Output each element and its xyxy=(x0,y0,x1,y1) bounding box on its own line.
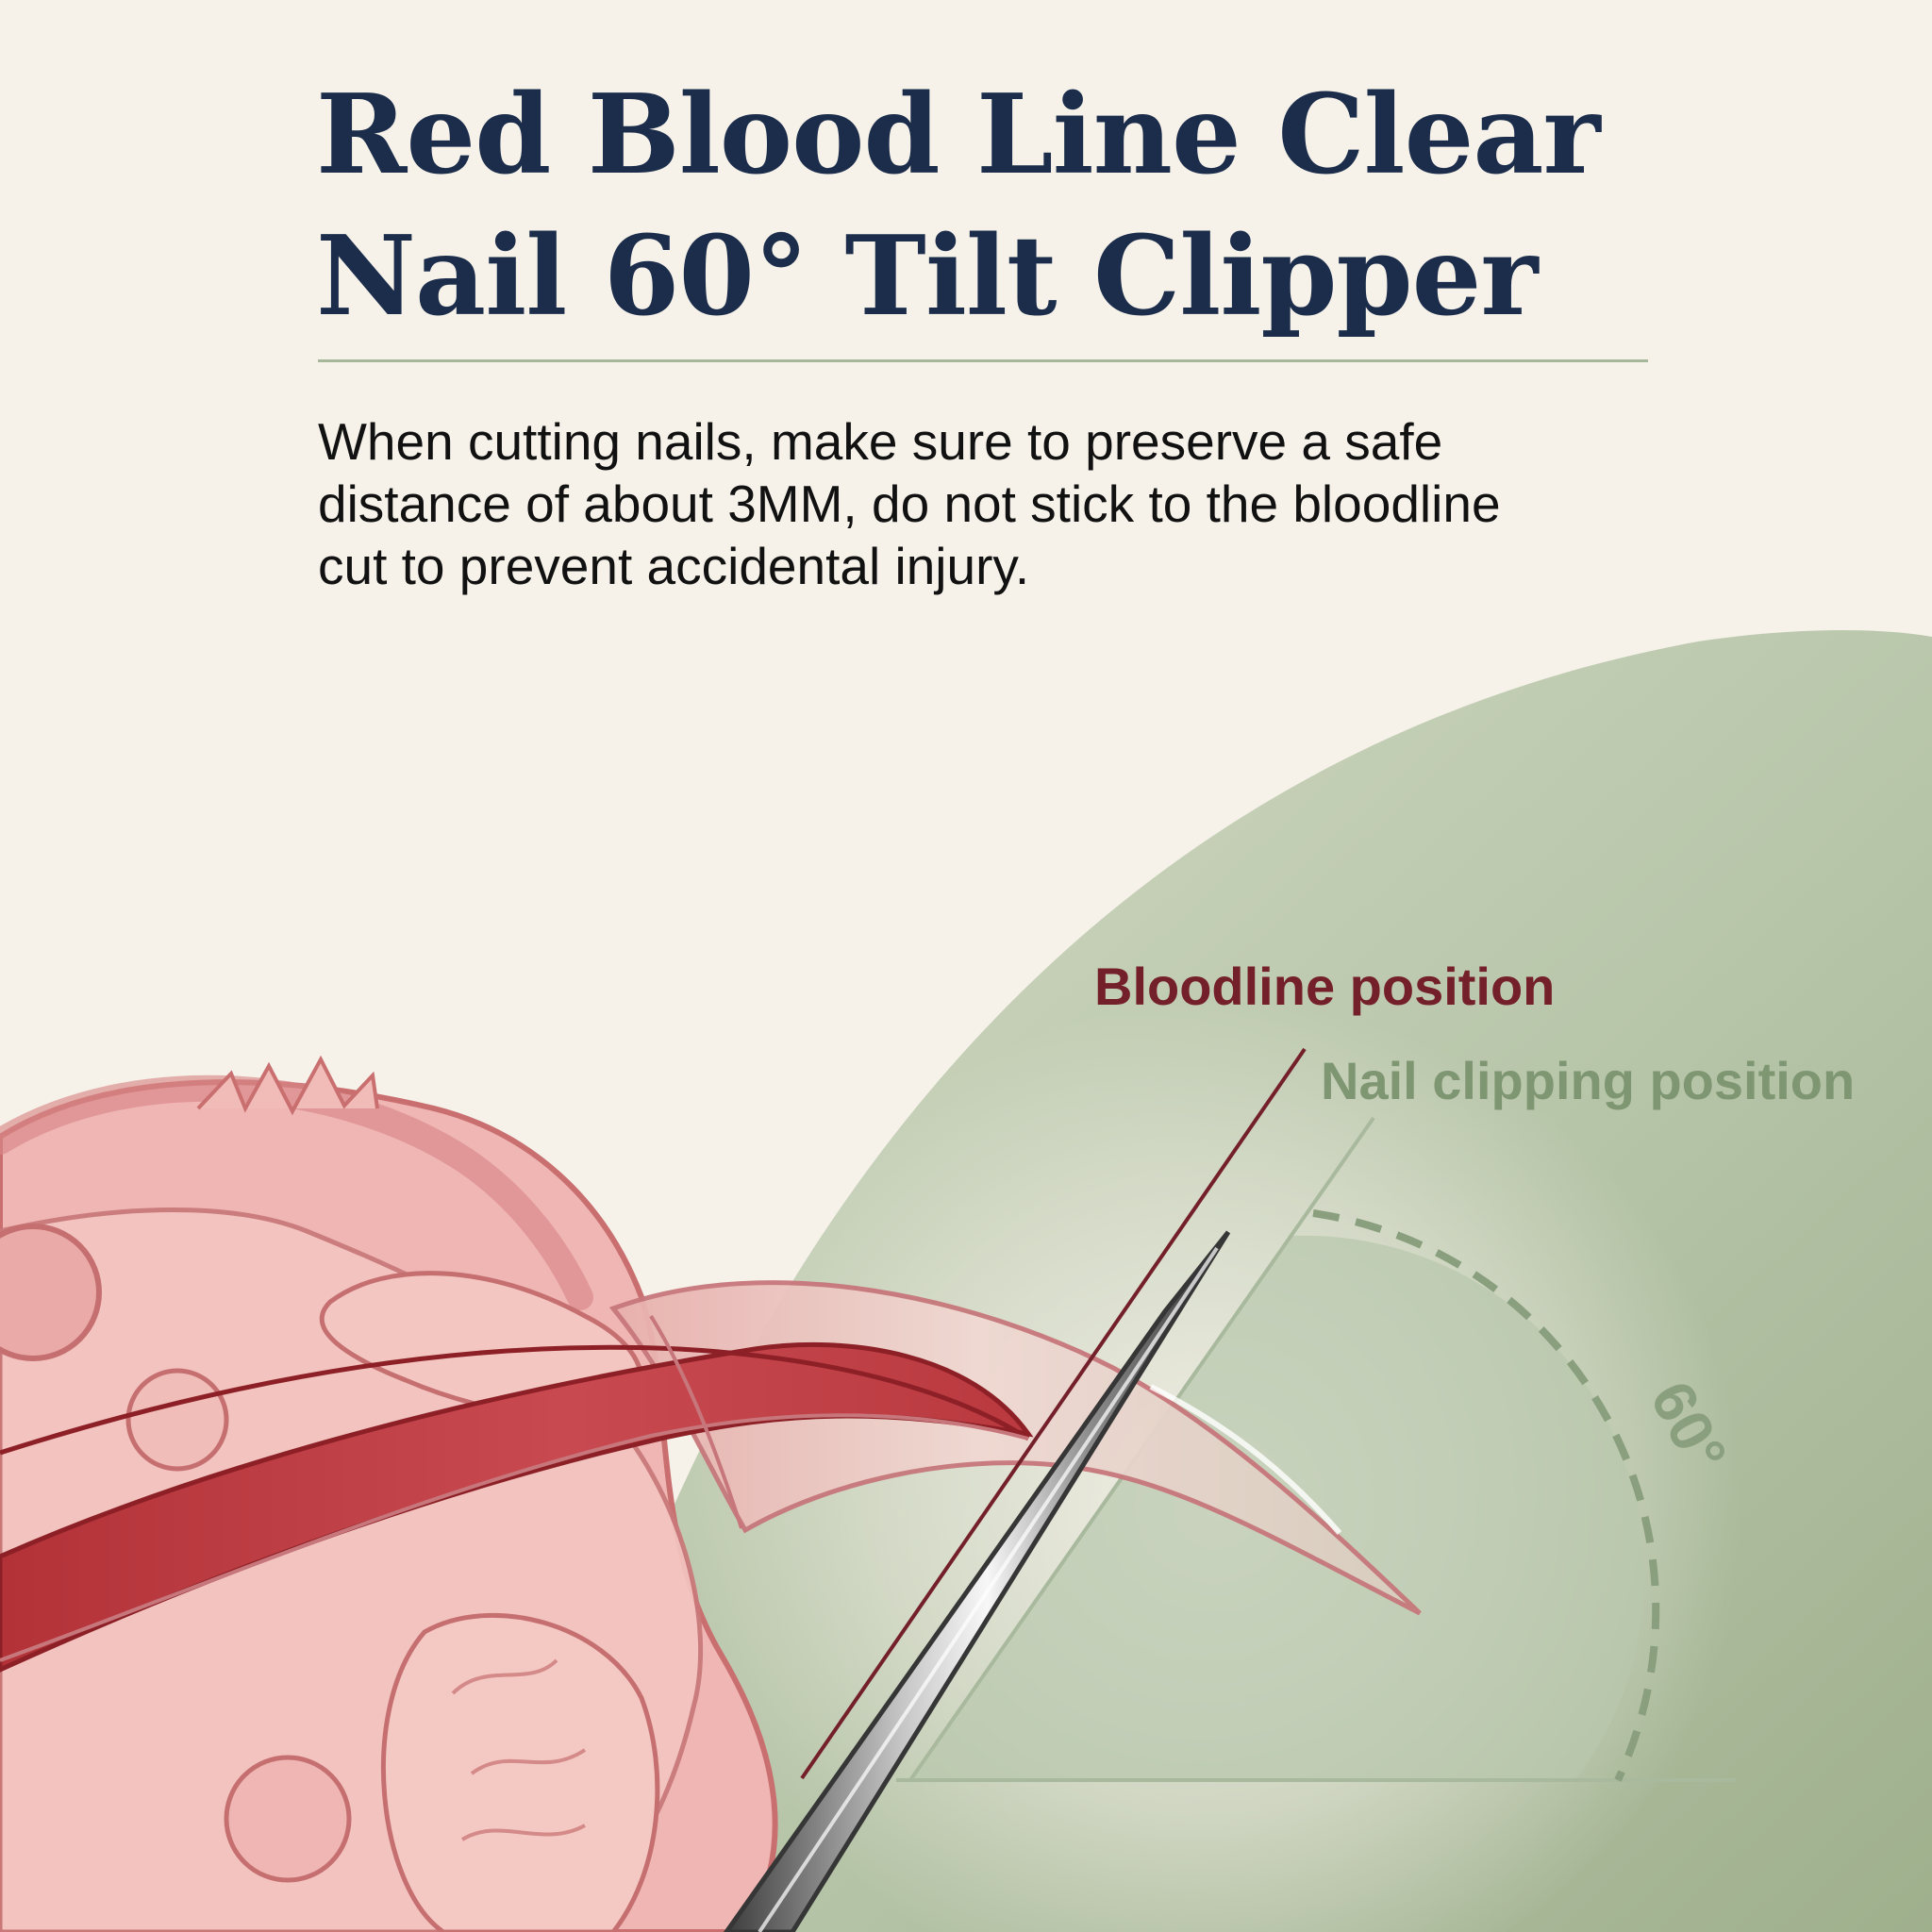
toe-bead-middle xyxy=(125,1368,229,1472)
title-line-1: Red Blood Line Clear xyxy=(316,71,1601,199)
bloodline-pointer-line xyxy=(800,1047,1307,1780)
nail-inner-edge xyxy=(0,1413,1029,1662)
lower-tissue-lobe xyxy=(381,1612,660,1932)
page-title: Red Blood Line Clear Nail 60° Tilt Clipp… xyxy=(316,64,1665,347)
bloodline-position-label: Bloodline position xyxy=(1094,957,1555,1016)
cuticle-edge xyxy=(649,1314,743,1529)
angle-dashed-arc xyxy=(1312,1209,1660,1782)
fur-edge xyxy=(196,1055,379,1116)
clipper-blade xyxy=(723,1230,1231,1932)
blade-shine xyxy=(758,1246,1219,1932)
claw-cross-section xyxy=(0,1280,1422,1673)
toe-bead-lower xyxy=(224,1755,352,1883)
description-line-2: distance of about 3MM, do not stick to t… xyxy=(318,475,1501,533)
description-line-3: cut to prevent accidental injury. xyxy=(318,537,1030,595)
description-line-1: When cutting nails, make sure to preserv… xyxy=(318,412,1443,471)
title-line-2: Nail 60° Tilt Clipper xyxy=(316,212,1539,341)
quick-upper-edge xyxy=(0,1344,1030,1456)
tissue-texture-lines xyxy=(451,1658,587,1841)
toe-bead-left xyxy=(0,1224,102,1361)
nail-clipping-position-label: Nail clipping position xyxy=(1321,1051,1855,1110)
nail-highlight xyxy=(1149,1384,1342,1535)
title-divider xyxy=(318,359,1648,362)
clipper-blade-icon xyxy=(723,1230,1231,1932)
safety-description: When cutting nails, make sure to preserv… xyxy=(318,410,1676,597)
paw-upper-fold xyxy=(0,1074,593,1310)
